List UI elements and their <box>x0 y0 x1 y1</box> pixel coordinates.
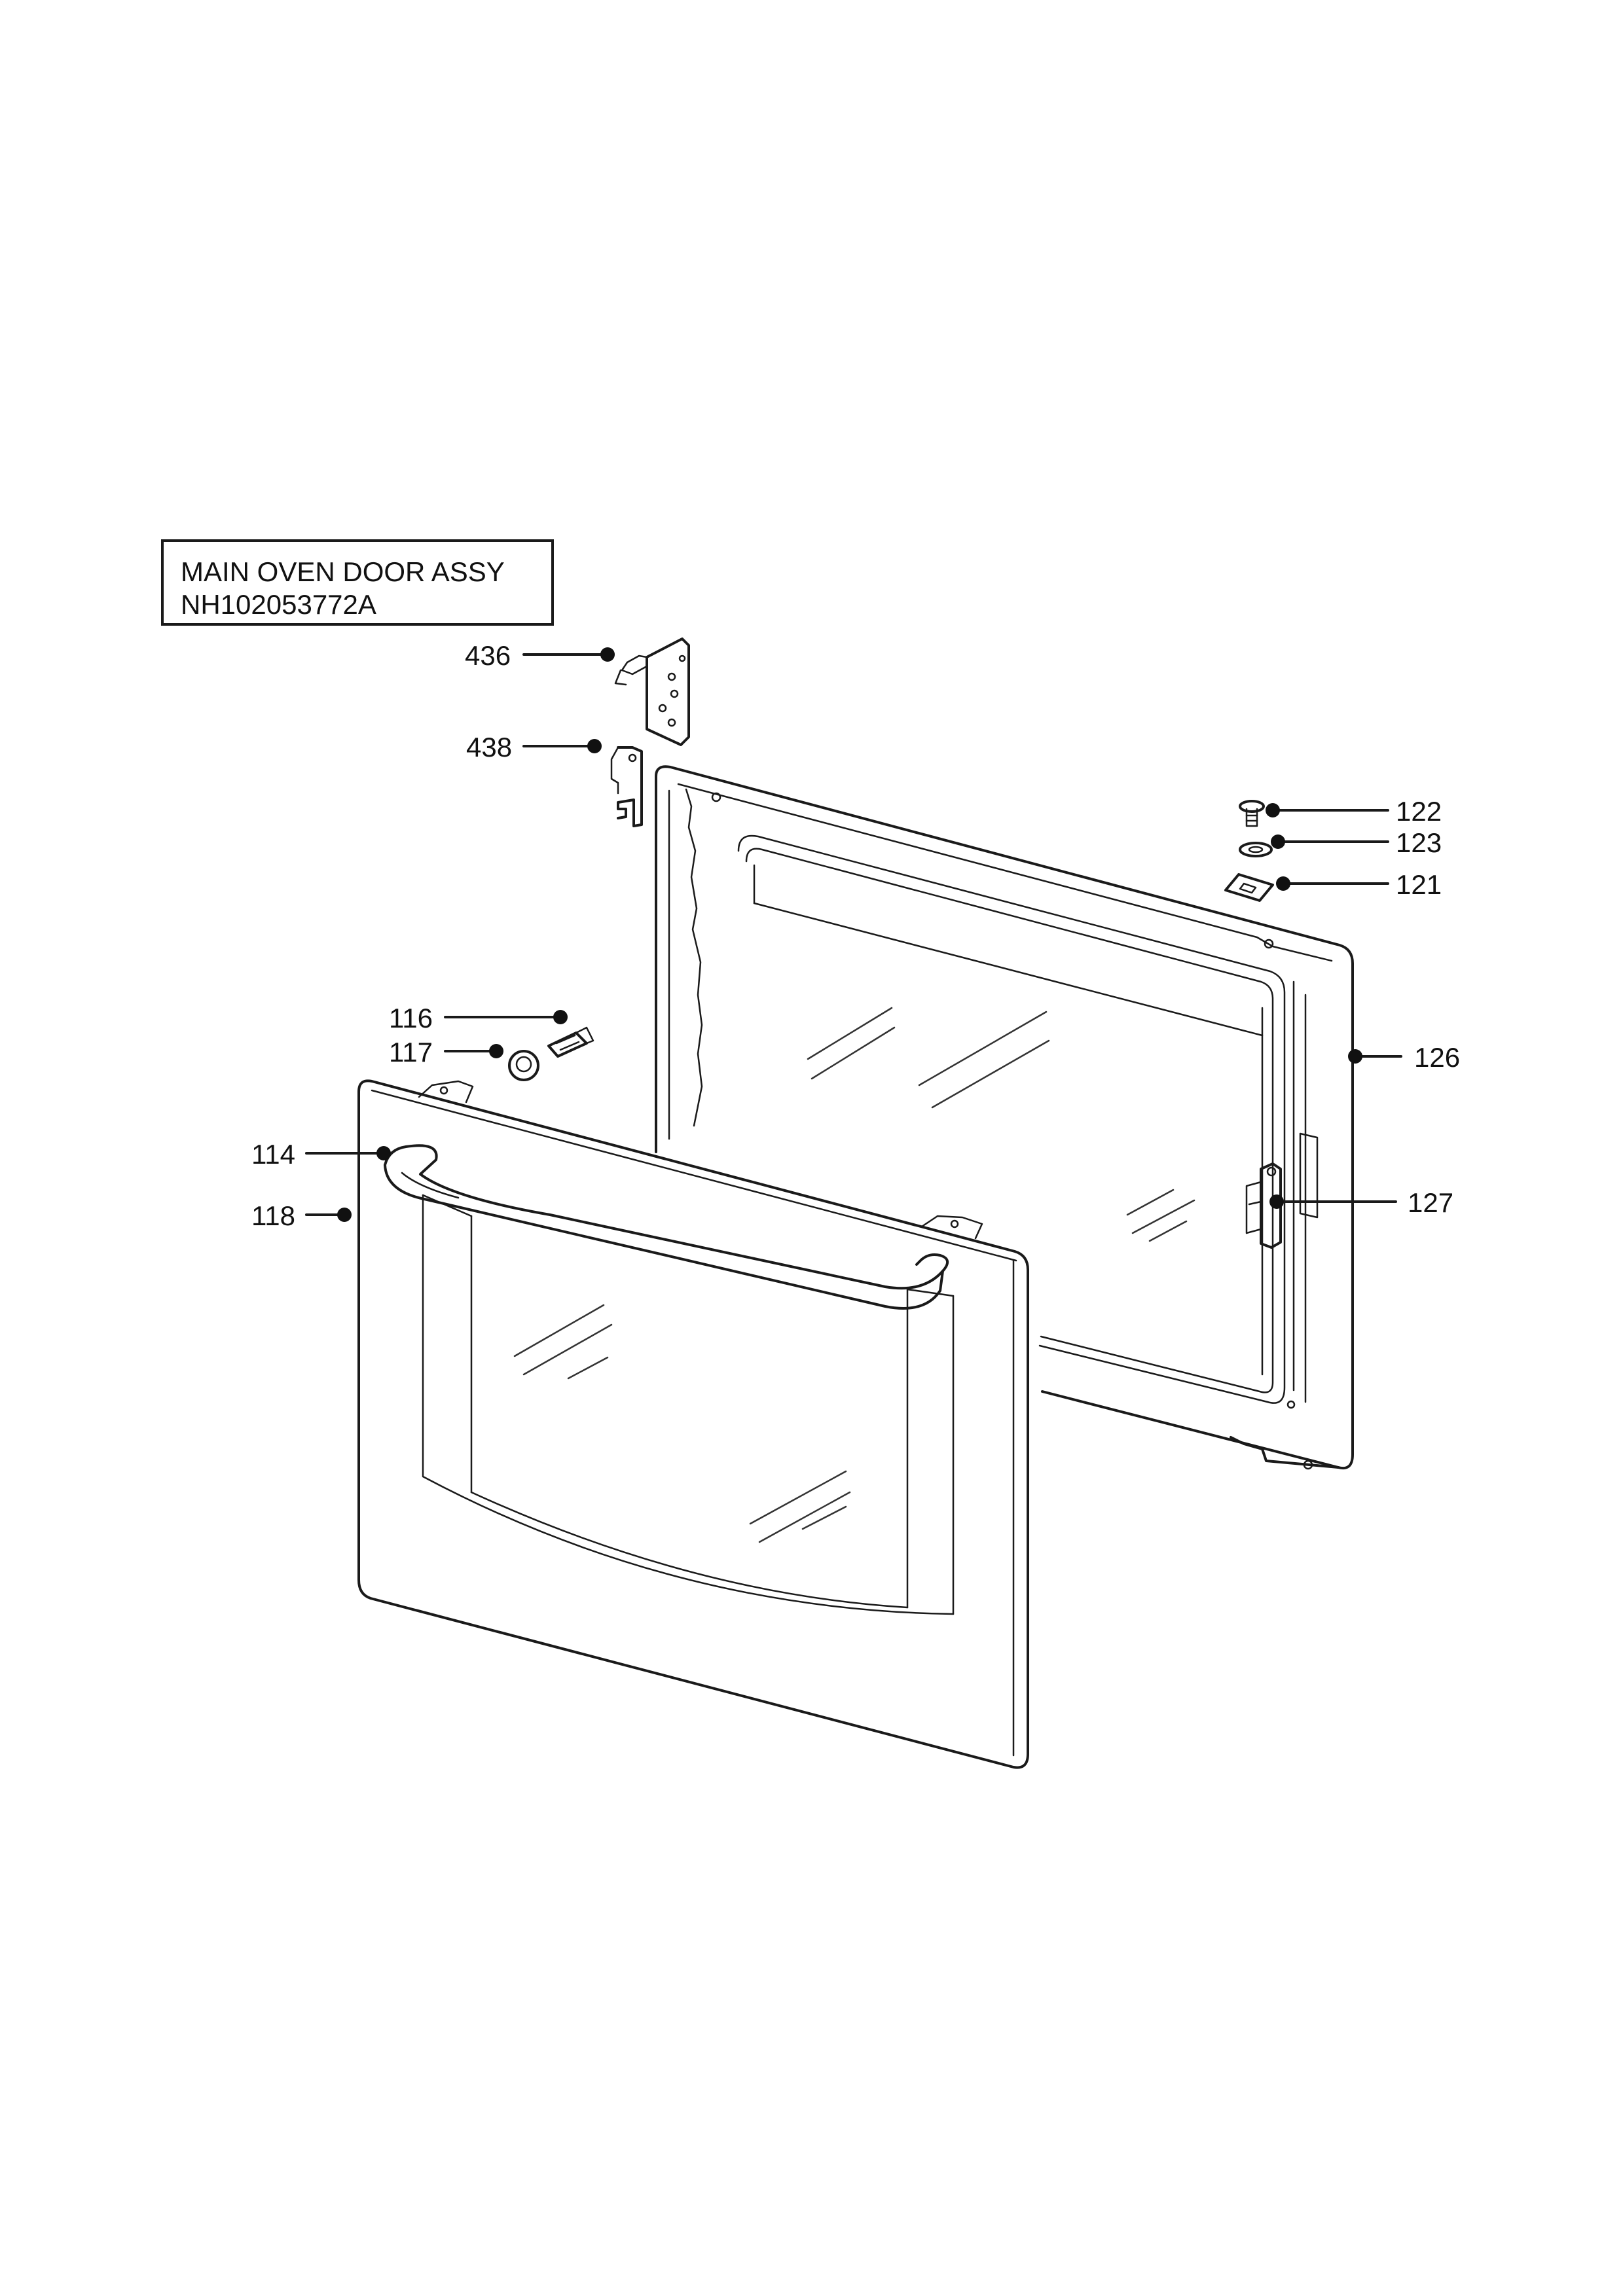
callout-dot-127 <box>1269 1194 1284 1209</box>
inner-door-panel <box>655 765 1354 1470</box>
hinge-upper <box>614 637 690 746</box>
callout-label-114: 114 <box>251 1139 295 1170</box>
callout-label-127: 127 <box>1408 1187 1453 1218</box>
callout-dot-438 <box>587 739 602 753</box>
callout-label-121: 121 <box>1396 869 1442 900</box>
callout-dot-436 <box>600 647 615 662</box>
callout-label-118: 118 <box>251 1200 295 1231</box>
callout-labels: 436 438 122 123 121 116 117 126 114 118 … <box>251 640 1460 1231</box>
callout-label-123: 123 <box>1396 827 1442 858</box>
callout-dot-117 <box>489 1044 503 1058</box>
door-handle <box>384 1144 949 1310</box>
callout-label-438: 438 <box>466 732 512 762</box>
title-line-2: NH102053772A <box>181 589 376 620</box>
callout-dot-114 <box>376 1146 391 1160</box>
callout-dot-122 <box>1266 803 1280 817</box>
callout-dot-126 <box>1348 1049 1362 1064</box>
callout-label-117: 117 <box>389 1037 433 1067</box>
leader-lines <box>305 647 1402 1222</box>
title-box: MAIN OVEN DOOR ASSY NH102053772A <box>161 539 554 626</box>
callout-dot-121 <box>1276 876 1290 891</box>
screw-washer-clip <box>1224 800 1274 902</box>
callout-label-436: 436 <box>465 640 511 671</box>
outer-door <box>357 1079 1029 1769</box>
callout-label-126: 126 <box>1414 1042 1460 1073</box>
callout-dot-118 <box>337 1208 352 1222</box>
handle-screw-and-bush <box>508 1026 594 1081</box>
callout-dot-123 <box>1271 834 1285 849</box>
title-line-1: MAIN OVEN DOOR ASSY <box>181 556 505 587</box>
callout-label-116: 116 <box>389 1003 433 1033</box>
hinge-receiver <box>610 746 643 827</box>
callout-label-122: 122 <box>1396 796 1442 827</box>
door-catch <box>1245 1162 1282 1249</box>
callout-dot-116 <box>553 1010 568 1024</box>
